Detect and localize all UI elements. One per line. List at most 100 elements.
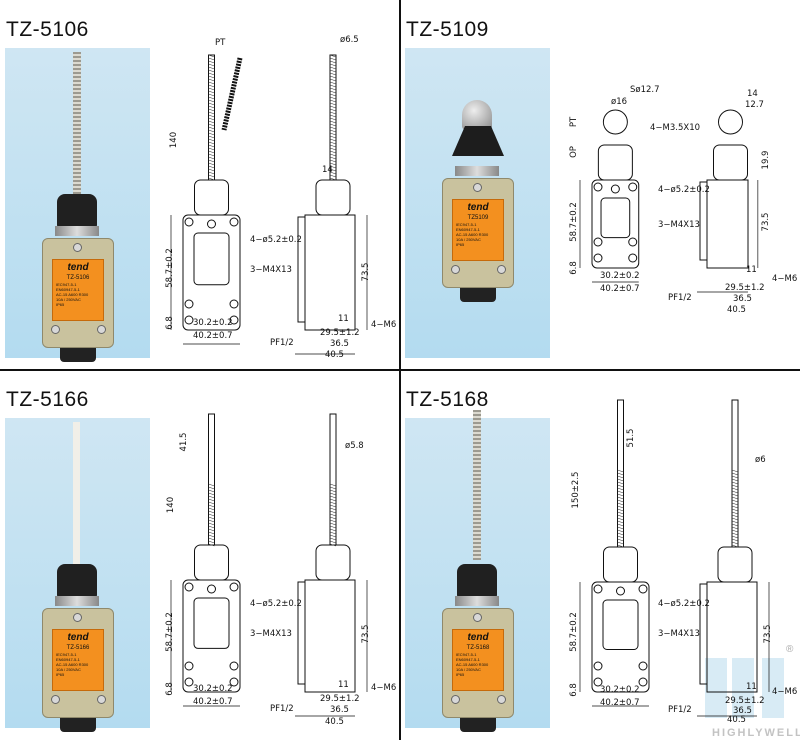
- spring-coil: [329, 54, 337, 58]
- dimension-label-d11: 11: [746, 265, 757, 275]
- screw-icon: [73, 243, 82, 252]
- spring-coil: [208, 78, 215, 82]
- front-window: [602, 599, 639, 650]
- spring-coil: [208, 501, 215, 505]
- spring-coil: [617, 496, 624, 500]
- spring-coil: [208, 156, 215, 160]
- dimension-label-pf: PF1/2: [270, 338, 294, 348]
- spring-coil: [329, 489, 337, 493]
- spring-coil: [208, 126, 215, 130]
- side-body-outline: [304, 214, 356, 331]
- spring-coil: [329, 153, 337, 157]
- spring-coil: [617, 502, 624, 506]
- spring-coil: [208, 174, 215, 178]
- label-spec: AC-15 A600 R300: [56, 662, 89, 667]
- label-spec: AC-15 A600 R300: [56, 292, 89, 297]
- dimension-label-d405: 40.5: [325, 350, 344, 360]
- spring-coil: [731, 499, 739, 503]
- spring-coil: [208, 114, 215, 118]
- spring-coil: [208, 150, 215, 154]
- front-body-outline: [591, 581, 650, 693]
- dimension-label-w402: 40.2±0.7: [193, 331, 233, 341]
- spring-coil: [208, 489, 215, 493]
- spring-coil: [731, 490, 739, 494]
- spring-coil: [617, 535, 624, 539]
- spring-coil: [208, 162, 215, 166]
- side-rod: [731, 399, 739, 548]
- spring-coil: [731, 520, 739, 524]
- front-window: [193, 597, 230, 649]
- spring-coil: [208, 63, 215, 67]
- side-roller: [718, 109, 743, 135]
- switch-base: [60, 718, 96, 732]
- spring-coil: [731, 541, 739, 545]
- spring-coil: [731, 505, 739, 509]
- side-plate: [699, 583, 708, 685]
- spring-coil: [329, 516, 337, 520]
- spring-coil: [208, 138, 215, 142]
- switch-base: [460, 718, 496, 732]
- dimension-label-screws: 3−M4X13: [658, 220, 700, 230]
- front-head: [194, 544, 229, 581]
- dimension-label-length: 140: [166, 497, 176, 513]
- spring-coil: [329, 534, 337, 538]
- spring-coil: [329, 177, 337, 181]
- spring-coil: [329, 72, 337, 76]
- dimension-label-tip: 41.5: [179, 433, 189, 452]
- spring-coil: [329, 75, 337, 79]
- spring-coil: [617, 508, 624, 512]
- dimension-label-h68: 6.8: [569, 683, 579, 697]
- spring-coil: [329, 129, 337, 133]
- spring-coil: [329, 519, 337, 523]
- spring-coil: [208, 534, 215, 538]
- label-spec: IEC947-5-1: [456, 222, 477, 227]
- hole-icon: [628, 182, 638, 192]
- dimension-label-w127: 12.7: [745, 100, 764, 110]
- hole-icon: [184, 217, 194, 227]
- product-title: TZ-5106: [6, 18, 89, 41]
- spring-coil: [617, 538, 624, 542]
- spring-coil: [208, 516, 215, 520]
- dimension-label-pitch: 58.7±0.2: [569, 612, 579, 652]
- spring-coil: [329, 507, 337, 511]
- dimension-label-screws: 3−M4X13: [250, 629, 292, 639]
- spring-coil: [329, 537, 337, 541]
- dimension-label-h735: 73.5: [763, 625, 773, 644]
- spring-coil: [329, 84, 337, 88]
- spring-coil: [208, 486, 215, 490]
- dimension-label-h735: 73.5: [361, 263, 371, 282]
- brand-logo: tend: [467, 202, 489, 213]
- spring-coil: [329, 150, 337, 154]
- dimension-label-pf: PF1/2: [668, 705, 692, 715]
- spring-coil: [208, 165, 215, 169]
- spring-coil: [329, 156, 337, 160]
- hole-icon: [616, 586, 625, 596]
- spring-coil: [329, 483, 337, 487]
- dimension-label-d11: 11: [338, 314, 349, 324]
- spring-coil: [208, 111, 215, 115]
- hole-icon: [184, 315, 194, 325]
- spring-coil: [208, 153, 215, 157]
- spring-coil: [329, 165, 337, 169]
- spring-coil: [208, 507, 215, 511]
- dimension-label-d295: 29.5±1.2: [320, 328, 360, 338]
- spring-coil: [208, 129, 215, 133]
- spring-coil: [617, 478, 624, 482]
- spring-coil: [208, 492, 215, 496]
- spring-coil: [329, 513, 337, 517]
- actuator-cap: [57, 564, 97, 598]
- spring-coil: [617, 529, 624, 533]
- spring-coil: [329, 492, 337, 496]
- dimension-label-holes: 4−ø5.2±0.2: [658, 185, 710, 195]
- label-model: TZ5109: [467, 215, 489, 221]
- side-head: [315, 544, 351, 581]
- spring-coil: [208, 510, 215, 514]
- spring-coil: [208, 543, 215, 547]
- hole-icon: [638, 661, 648, 671]
